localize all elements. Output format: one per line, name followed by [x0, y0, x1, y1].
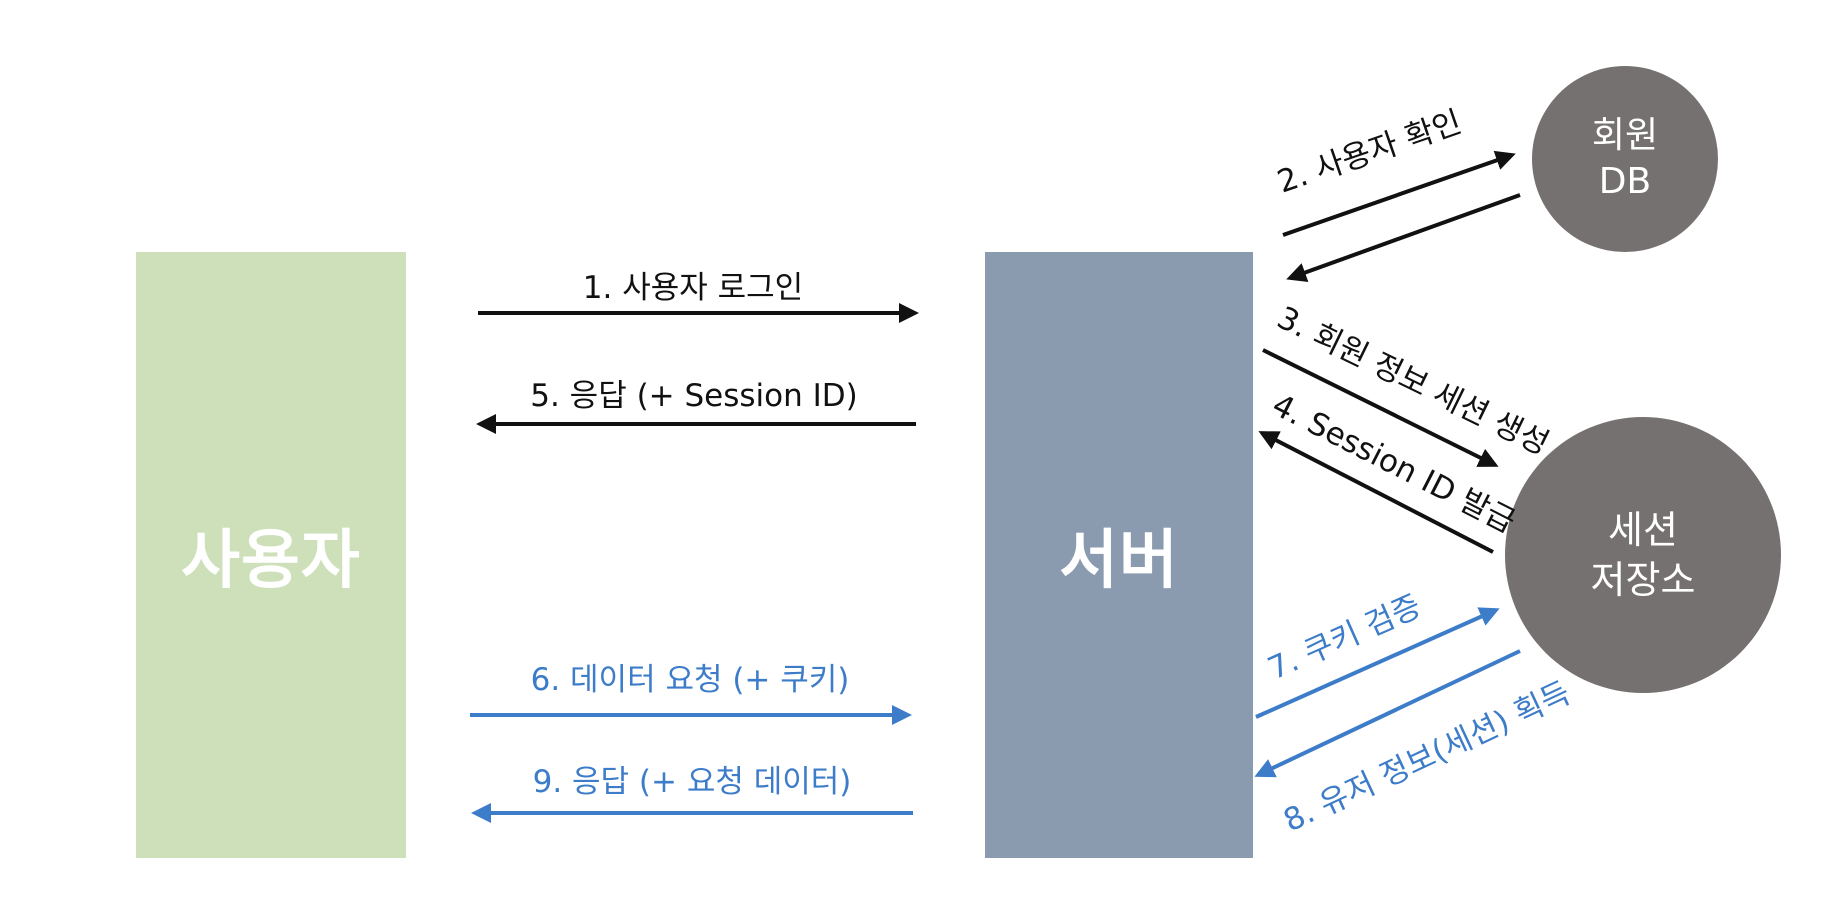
session-store-label-line2: 저장소: [1590, 558, 1696, 602]
server-label: 서버: [1059, 524, 1179, 598]
session-store-label-line1: 세션: [1608, 508, 1678, 552]
arrow-step-8: [1254, 649, 1521, 778]
arrow-step-2-request: [1282, 150, 1516, 237]
server-block: 서버: [985, 252, 1253, 858]
arrow-step-7: [1255, 607, 1500, 719]
member-db-label-line1: 회원: [1591, 115, 1659, 156]
arrow-step-2-response: [1286, 193, 1521, 282]
label-step-1: 1. 사용자 로그인: [583, 270, 803, 306]
label-step-2: 2. 사용자 확인: [1273, 104, 1466, 201]
label-step-9: 9. 응답 (+ 요청 데이터): [533, 764, 852, 800]
label-step-5: 5. 응답 (+ Session ID): [530, 378, 858, 414]
label-step-8: 8. 유저 정보(세션) 획득: [1278, 675, 1576, 839]
member-db-node: 회원 DB: [1532, 66, 1718, 252]
arrow-step-4: [1258, 431, 1494, 554]
session-store-node: 세션 저장소: [1505, 417, 1781, 693]
label-step-6: 6. 데이터 요청 (+ 쿠키): [531, 662, 850, 698]
user-label: 사용자: [181, 524, 361, 598]
label-step-7: 7. 쿠키 검증: [1263, 588, 1427, 687]
member-db-label-line2: DB: [1598, 161, 1652, 202]
user-block: 사용자: [136, 252, 406, 858]
arrow-step-3: [1262, 348, 1499, 467]
